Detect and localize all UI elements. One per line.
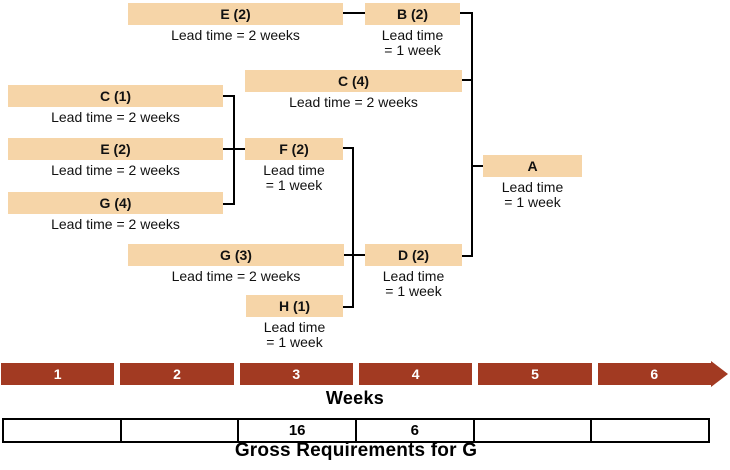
part-bar-label: E (2) [220, 6, 251, 22]
week-marker-2: 2 [120, 363, 234, 385]
week-number: 3 [292, 366, 301, 382]
gross-cell-week-4: 6 [357, 420, 475, 441]
gross-requirements-title: Gross Requirements for G [234, 440, 478, 461]
gross-value: 6 [410, 422, 420, 439]
part-bar-label: C (1) [99, 88, 132, 104]
timeline-arrow-icon [711, 361, 728, 387]
lead-time-label: = 1 week [266, 334, 323, 350]
lead-time-label: = 1 week [385, 283, 442, 299]
part-bar-c1: C (1) [8, 85, 223, 107]
connector-bracket-to-a [473, 165, 483, 167]
lead-time-label: = 1 week [504, 194, 561, 210]
week-number: 4 [411, 366, 420, 382]
week-number: 6 [650, 366, 659, 382]
lead-time-label: Lead time [381, 27, 444, 43]
connector-c4-to-bracket [462, 79, 471, 81]
part-bar-label: E (2) [100, 141, 131, 157]
week-number: 2 [173, 366, 181, 382]
part-bar-label: G (3) [220, 247, 252, 263]
connector-e2top-to-b2 [343, 12, 365, 14]
part-bar-label: B (2) [396, 6, 429, 22]
week-marker-6: 6 [597, 363, 711, 385]
connector-b2-to-bracket [460, 12, 471, 14]
lead-time-label: = 1 week [384, 42, 441, 58]
connector-d2-to-bracket [462, 255, 471, 257]
weeks-axis-label: Weeks [325, 388, 385, 408]
weeks-timeline: 1 2 3 4 5 6 [1, 363, 711, 385]
part-bar-e2-top: E (2) [128, 3, 343, 25]
lead-time-label: Lead time [382, 268, 445, 284]
week-number: 5 [531, 366, 539, 382]
part-bar-label: D (2) [397, 247, 430, 263]
connector-g3-to-d2 [344, 254, 365, 256]
gross-cell-week-6 [592, 420, 708, 441]
gross-value: 16 [288, 422, 306, 439]
part-bar-f2: F (2) [245, 138, 343, 160]
part-bar-c4: C (4) [245, 70, 462, 92]
part-bar-b2: B (2) [365, 3, 460, 25]
part-bar-g3: G (3) [128, 244, 344, 266]
connector-g4-to-bracket [223, 203, 233, 205]
week-marker-4: 4 [358, 363, 473, 385]
week-marker-3: 3 [239, 363, 353, 385]
week-number: 1 [53, 366, 62, 382]
connector-f2-to-bracket [343, 147, 352, 149]
part-bar-label: G (4) [99, 195, 132, 211]
week-marker-5: 5 [478, 363, 592, 385]
lead-time-label: Lead time = 2 weeks [289, 94, 418, 110]
connector-right-bracket [471, 12, 473, 257]
gross-requirements-table: 16 6 [2, 418, 710, 443]
lead-time-label: = 1 week [265, 177, 323, 193]
gross-cell-week-1 [4, 420, 122, 441]
connector-mid-bracket [352, 147, 354, 308]
connector-left-bracket [233, 95, 235, 205]
lead-time-label: Lead time = 2 weeks [51, 109, 180, 125]
gross-cell-week-2 [122, 420, 240, 441]
part-bar-a: A [483, 155, 582, 177]
lead-time-label: Lead time = 2 weeks [51, 162, 180, 178]
lead-time-label: Lead time = 2 weeks [51, 216, 180, 232]
part-bar-label: F (2) [279, 141, 309, 157]
lead-time-label: Lead time [501, 179, 564, 195]
part-bar-e2-left: E (2) [8, 138, 223, 160]
week-marker-1: 1 [1, 363, 115, 385]
lead-time-label: Lead time = 2 weeks [171, 268, 301, 284]
part-bar-label: A [527, 158, 538, 174]
connector-e2left-to-f2 [223, 148, 245, 150]
gross-cell-week-5 [475, 420, 593, 441]
lead-time-label: Lead time [263, 162, 325, 178]
part-bar-d2: D (2) [365, 244, 462, 266]
connector-c1-to-bracket [223, 95, 233, 97]
part-bar-h1: H (1) [246, 295, 343, 317]
part-bar-g4: G (4) [8, 192, 223, 214]
lead-time-label: Lead time = 2 weeks [171, 27, 300, 43]
part-bar-label: C (4) [337, 73, 370, 89]
gross-cell-week-3: 16 [239, 420, 358, 441]
part-bar-label: H (1) [278, 298, 311, 314]
lead-time-label: Lead time [263, 319, 326, 335]
connector-h1-to-bracket [343, 306, 352, 308]
